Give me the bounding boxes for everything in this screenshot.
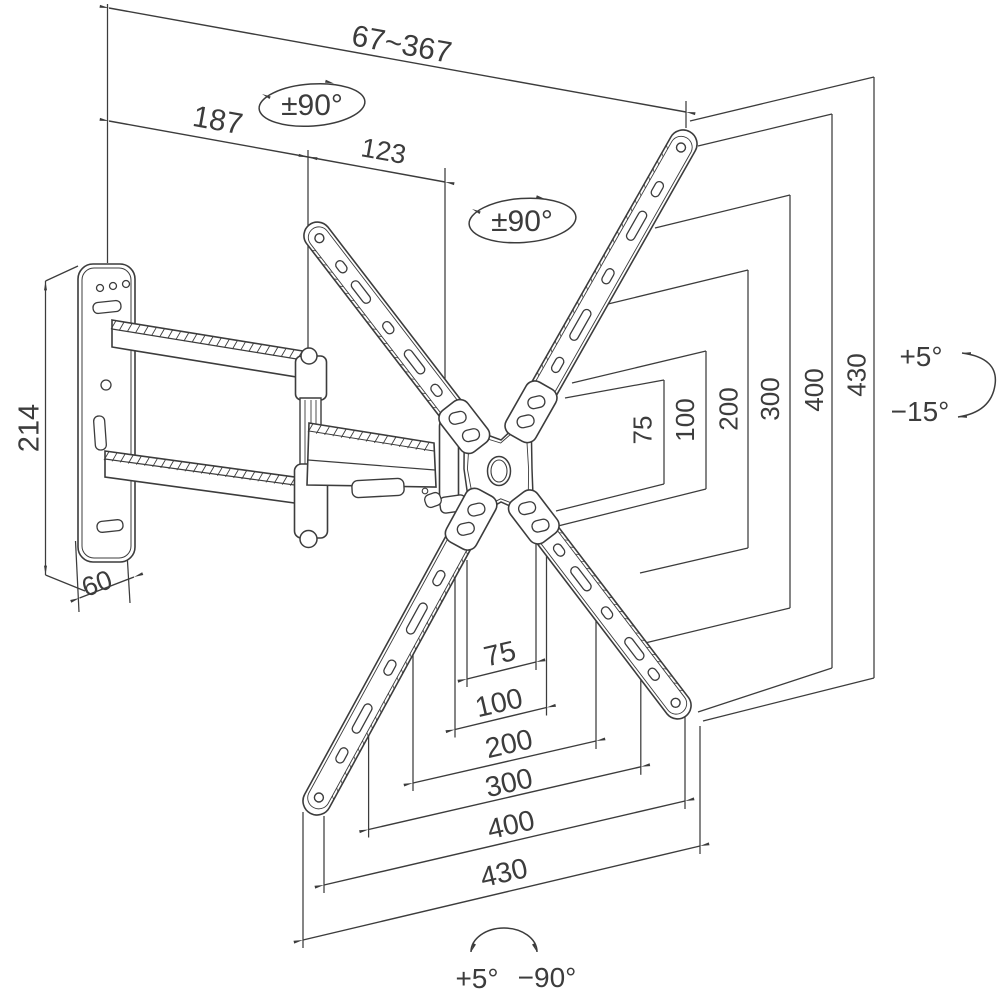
svg-text:200: 200 — [714, 387, 744, 430]
svg-text:−90°: −90° — [518, 962, 577, 991]
svg-text:±90°: ±90° — [281, 89, 343, 122]
svg-text:±90°: ±90° — [491, 205, 553, 238]
svg-text:400: 400 — [799, 368, 829, 411]
svg-text:100: 100 — [670, 398, 700, 441]
svg-text:300: 300 — [755, 377, 785, 420]
svg-text:75: 75 — [628, 416, 658, 445]
svg-text:+5°: +5° — [899, 341, 942, 372]
svg-text:+5°: +5° — [455, 963, 498, 991]
svg-text:430: 430 — [842, 353, 872, 396]
svg-text:−15°: −15° — [891, 396, 950, 427]
svg-text:214: 214 — [14, 404, 46, 452]
svg-text:75: 75 — [481, 635, 519, 673]
